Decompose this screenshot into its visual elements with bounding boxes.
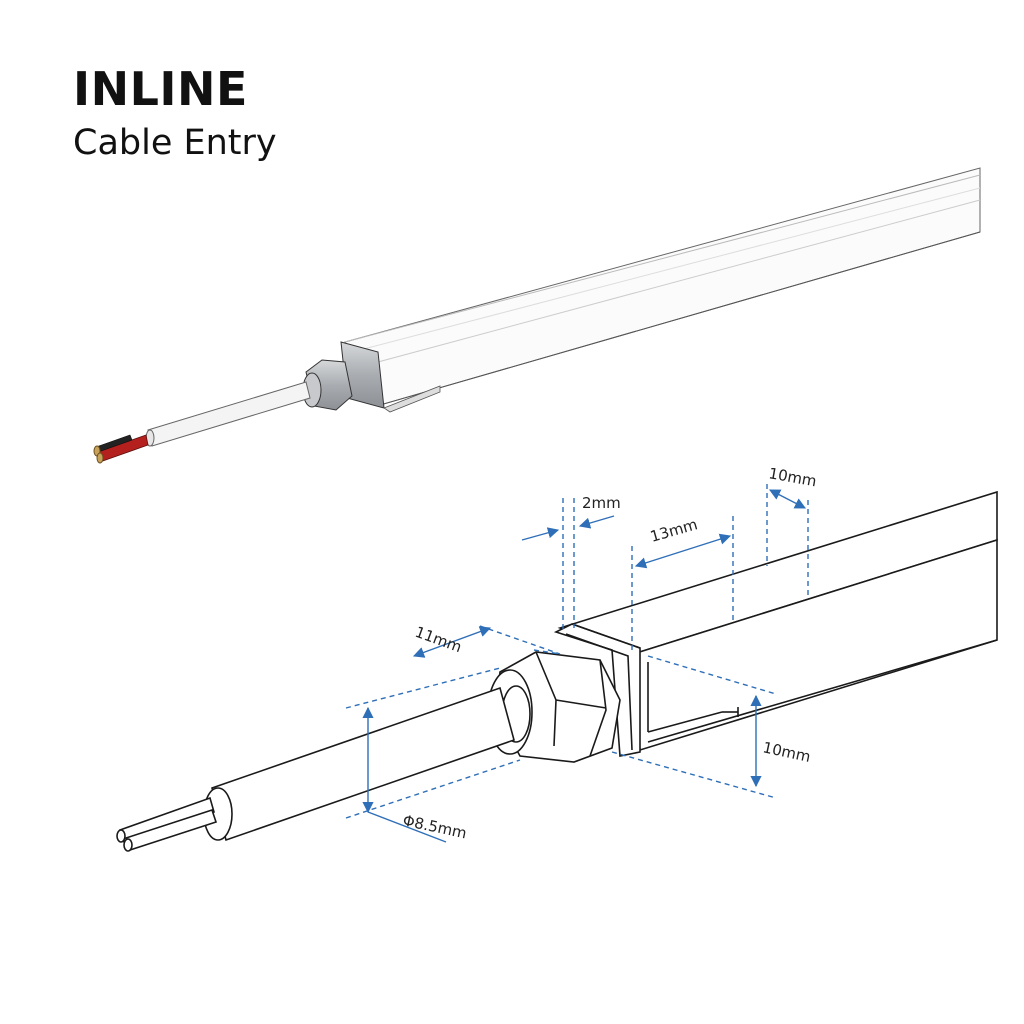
top-view-cable xyxy=(93,381,311,464)
top-view-profile xyxy=(344,167,981,406)
top-view-end-cap xyxy=(340,341,441,413)
bottom-view-gland-nut xyxy=(487,651,621,763)
product-title: INLINE xyxy=(73,62,248,116)
dimension-lines xyxy=(345,484,809,843)
dim-label-gap: 2mm xyxy=(582,494,621,512)
top-view-gland-nut xyxy=(302,359,353,411)
dim-label-body-length: 13mm xyxy=(648,515,699,546)
dim-label-top-width: 10mm xyxy=(767,464,818,490)
bottom-view-end-cap xyxy=(553,623,641,757)
bottom-view-profile xyxy=(557,490,998,752)
dim-label-height: 10mm xyxy=(761,738,812,766)
product-subtitle: Cable Entry xyxy=(73,123,277,163)
dim-label-nut-length: 11mm xyxy=(413,623,465,656)
